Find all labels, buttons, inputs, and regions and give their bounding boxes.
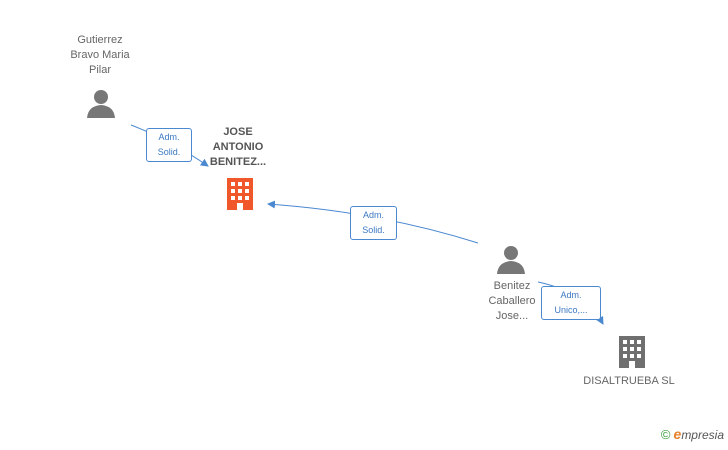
- node-label-line: Caballero: [488, 295, 536, 307]
- edge-label-line: Adm.: [560, 290, 582, 300]
- brand-initial: e: [673, 426, 682, 442]
- node-label-line: Gutierrez: [77, 34, 123, 46]
- node-label-line: Pilar: [88, 64, 111, 76]
- building-icon[interactable]: [616, 335, 648, 369]
- node-label-line: DISALTRUEBA SL: [583, 375, 675, 387]
- node-label-line: BENITEZ...: [209, 156, 267, 168]
- node-label-benitez-caballero[interactable]: Benitez Caballero Jose...: [460, 279, 564, 324]
- edge-label-line: Adm.: [362, 210, 384, 220]
- edge-label-line: Adm.: [158, 132, 180, 142]
- node-label-line: JOSE: [223, 126, 253, 138]
- person-icon[interactable]: [496, 244, 526, 274]
- edge-label-gutierrez-jose[interactable]: Adm. Solid.: [146, 128, 192, 162]
- edge-label-line: Solid.: [157, 147, 181, 157]
- building-icon[interactable]: [224, 177, 256, 211]
- edge-label-line: Unico,...: [554, 305, 588, 315]
- person-icon[interactable]: [86, 88, 116, 118]
- empresia-logo: ©empresia: [661, 426, 724, 442]
- node-label-disaltrueba[interactable]: DISALTRUEBA SL: [570, 374, 688, 389]
- edge-label-benitez-disaltrueba[interactable]: Adm. Unico,...: [541, 286, 601, 320]
- edge-label-benitez-jose[interactable]: Adm. Solid.: [350, 206, 397, 240]
- brand-name: mpresia: [681, 428, 724, 442]
- copyright-symbol: ©: [660, 427, 671, 442]
- node-label-line: Benitez: [493, 280, 531, 292]
- node-label-line: Jose...: [495, 310, 529, 322]
- edge-label-line: Solid.: [362, 225, 385, 235]
- node-label-line: Bravo Maria: [70, 49, 130, 61]
- node-label-line: ANTONIO: [212, 141, 264, 153]
- node-label-jose-antonio[interactable]: JOSE ANTONIO BENITEZ...: [186, 125, 290, 170]
- node-label-gutierrez[interactable]: Gutierrez Bravo Maria Pilar: [48, 33, 152, 78]
